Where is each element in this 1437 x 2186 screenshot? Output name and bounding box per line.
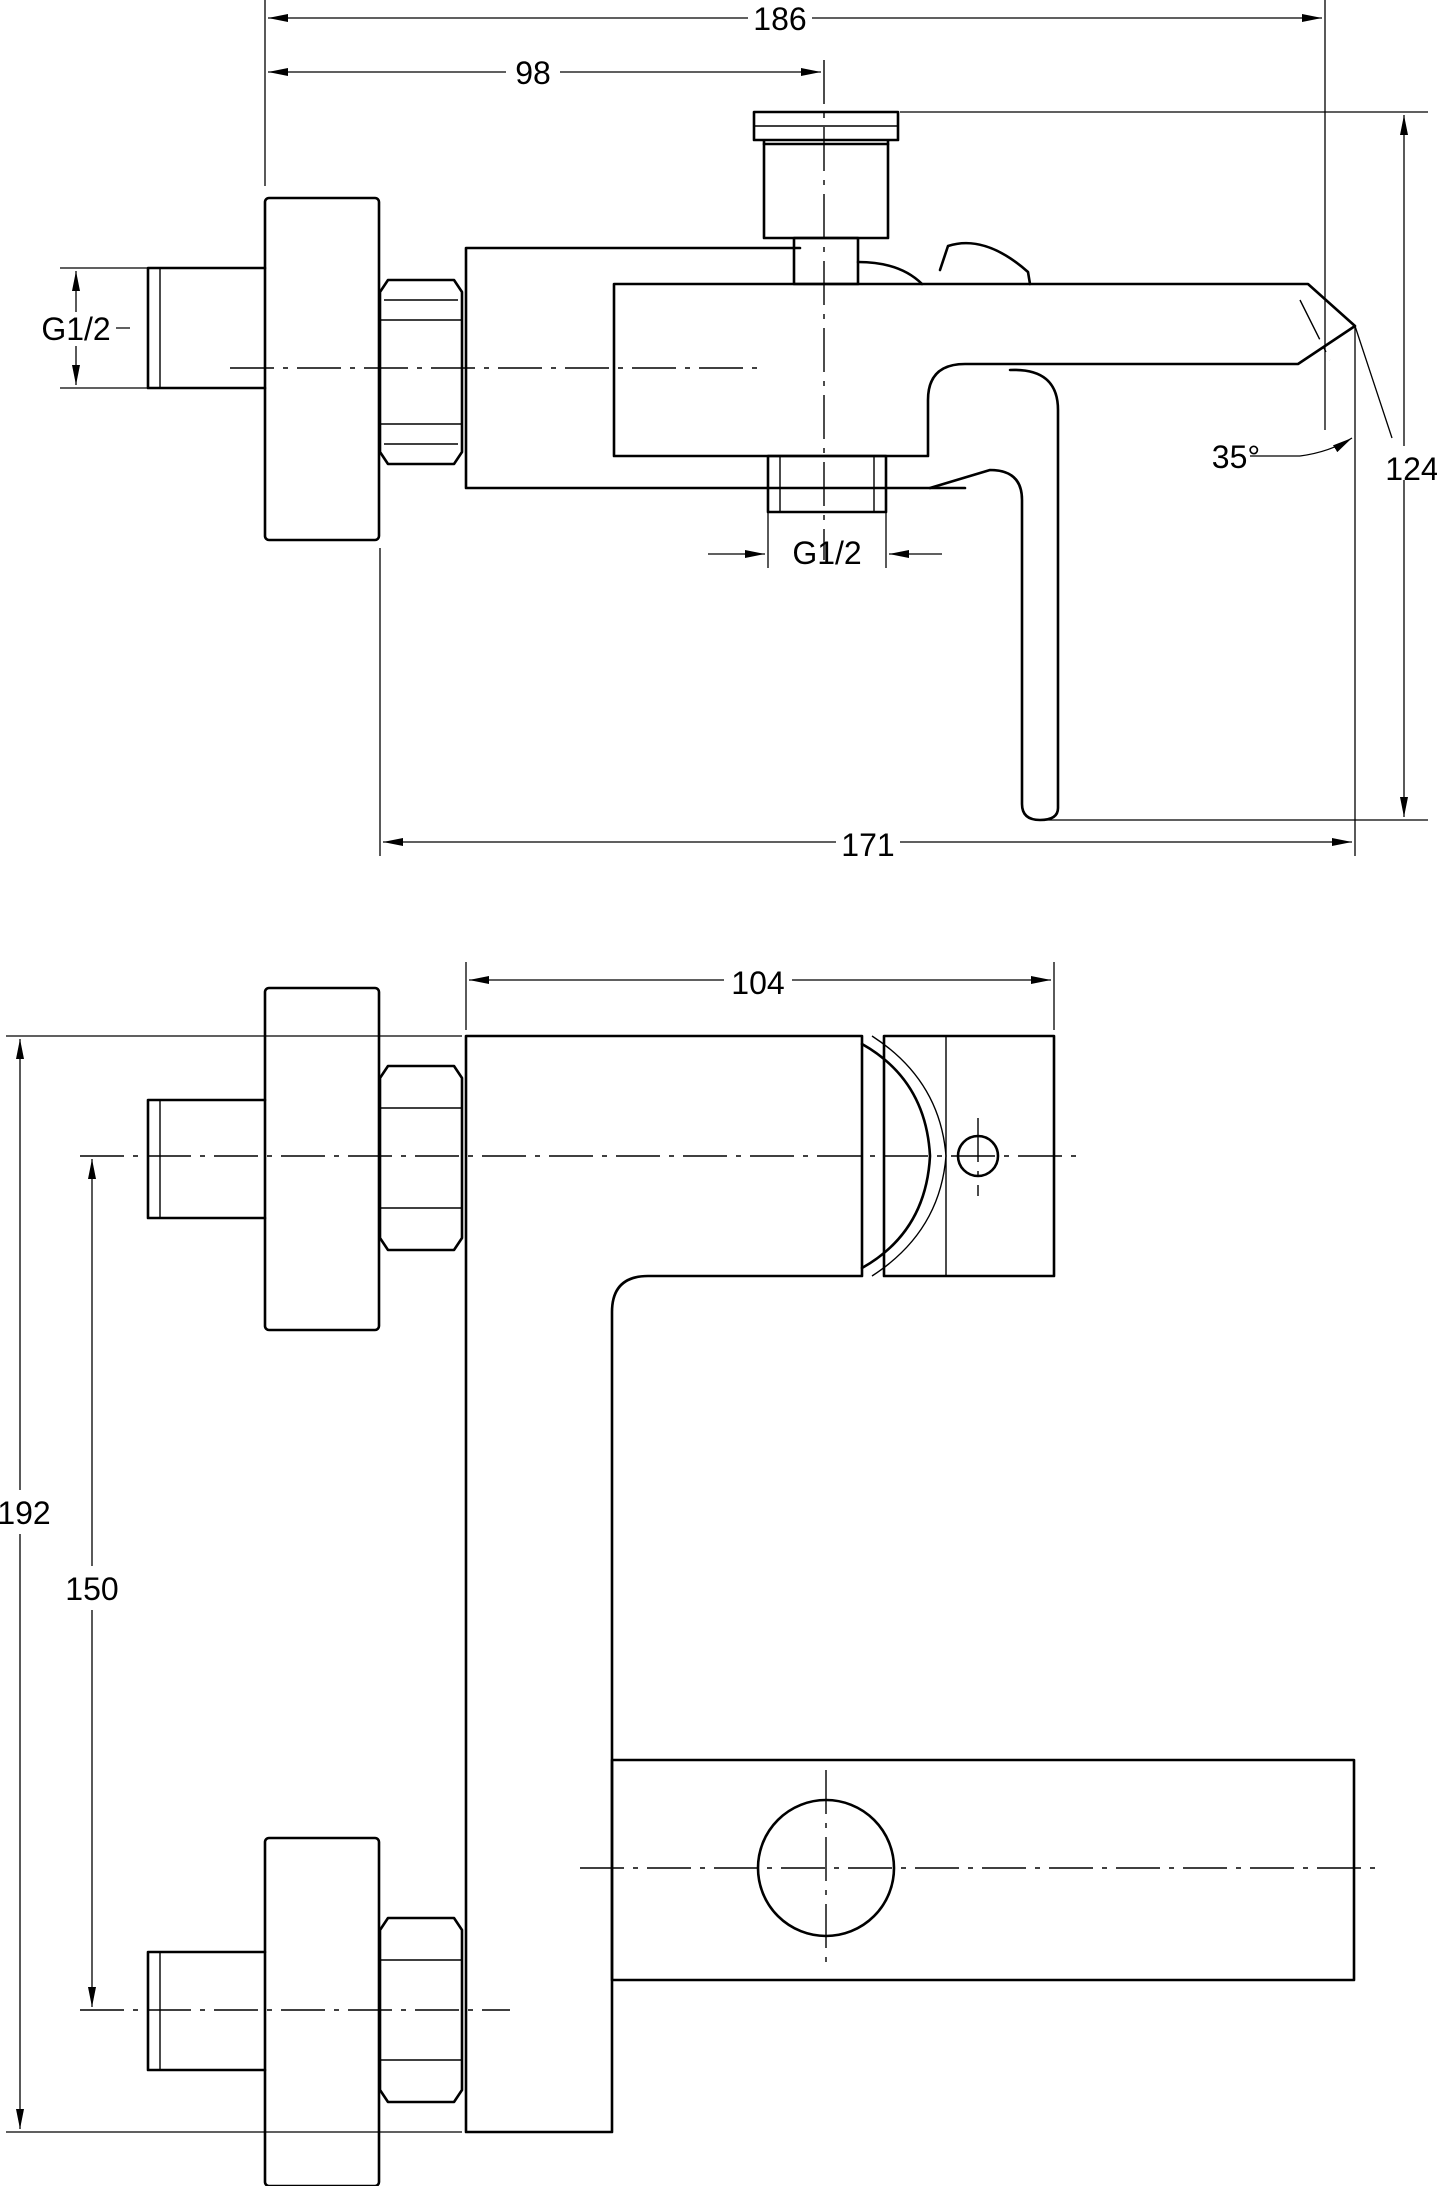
lower-inlet-pipe <box>146 1950 267 2072</box>
lever-knob <box>856 241 1032 286</box>
dim-spout-angle: 35° <box>1212 439 1260 475</box>
diverter-stem <box>792 236 860 286</box>
mixer-body <box>464 246 967 490</box>
front-body <box>464 1034 864 2134</box>
outlet-pipe <box>766 454 888 514</box>
dim-height: 124 <box>1385 451 1437 487</box>
dim-depth: 171 <box>841 827 894 863</box>
dim-inlet-thread: G1/2 <box>41 311 110 347</box>
upper-hex-nut <box>378 1064 464 1252</box>
inlet-pipe <box>146 266 267 390</box>
diverter-cap <box>752 110 900 146</box>
dim-center-offset: 98 <box>515 55 551 91</box>
dim-body-width: 104 <box>731 965 784 1001</box>
dim-inlet-spacing: 150 <box>65 1571 118 1607</box>
hex-nut <box>378 278 464 466</box>
lower-hex-nut <box>378 1916 464 2104</box>
upper-inlet-pipe <box>146 1098 267 1220</box>
lower-wall-flange <box>263 1836 381 2186</box>
top-view: 186 98 G1/2 G1/2 35° 124 171 <box>36 0 1437 863</box>
dim-overall-height: 192 <box>0 1495 51 1531</box>
mixer-handle <box>928 368 1060 822</box>
handle-cartridge <box>860 1042 932 1270</box>
dim-overall-width: 186 <box>753 1 806 37</box>
wall-flange <box>263 196 381 542</box>
upper-wall-flange <box>263 986 381 1332</box>
spout-front <box>610 1758 1356 1982</box>
dim-outlet-thread: G1/2 <box>792 535 861 571</box>
spout <box>612 282 1357 458</box>
front-view: 104 192 150 <box>0 962 1380 2186</box>
diverter-body <box>762 142 890 240</box>
